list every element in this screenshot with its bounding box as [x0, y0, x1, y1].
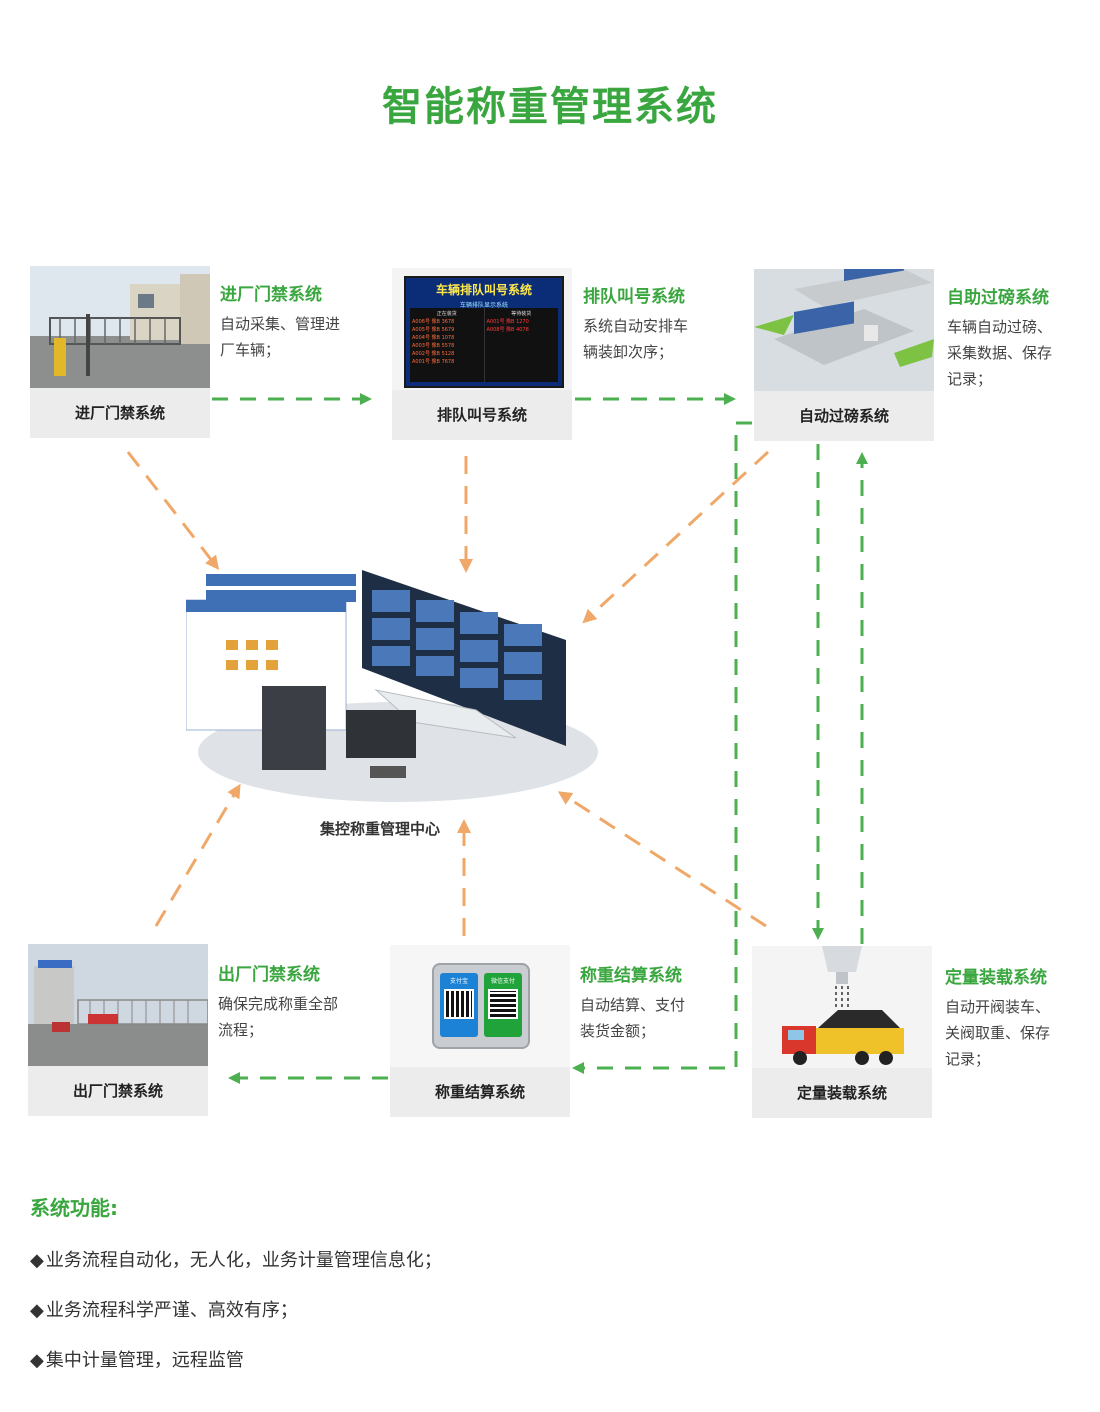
feature-text: 业务流程科学严谨、高效有序；	[45, 1300, 298, 1321]
queue-screen: 车辆排队叫号系统 车辆排队显示系统 正在装货 A006号 豫B 3678 A00…	[392, 268, 572, 390]
queue-row: A006号 豫B 3678	[412, 319, 455, 325]
queue-row: A004号 豫B 1078	[412, 335, 455, 341]
queue-heading: 排队叫号系统	[583, 287, 685, 307]
queue-row: A002号 豫B 5128	[412, 351, 455, 357]
entry-gate-caption: 进厂门禁系统	[74, 404, 165, 422]
scale-description: 自助过磅系统 车辆自动过磅、采集数据、保存记录；	[947, 283, 1097, 392]
scale-line: 记录；	[947, 370, 993, 388]
feature-text: 业务流程自动化，无人化，业务计量管理信息化；	[45, 1250, 442, 1271]
entry-gate-description: 进厂门禁系统 自动采集、管理进厂车辆；	[220, 280, 390, 363]
diamond-bullet-icon: ◆	[30, 1350, 44, 1371]
wechat-pay-label: 微信支付	[490, 978, 515, 985]
node-queue-call[interactable]: 车辆排队叫号系统 车辆排队显示系统 正在装货 A006号 豫B 3678 A00…	[392, 268, 572, 440]
queue-row: A001号 豫B 7678	[412, 359, 455, 365]
loading-line: 记录；	[945, 1050, 991, 1068]
arrow-entry-to-center	[126, 451, 220, 570]
qr-code-icon	[488, 989, 518, 1019]
features-title: 系统功能:	[30, 1196, 118, 1220]
queue-description: 排队叫号系统 系统自动安排车辆装卸次序；	[583, 282, 753, 365]
queue-row: A005号 豫B 5679	[412, 327, 455, 333]
loading-heading: 定量装载系统	[945, 968, 1047, 988]
exit-gate-line: 流程；	[218, 1021, 264, 1039]
page-title: 智能称重管理系统	[382, 84, 718, 130]
arrow-scale-to-settle	[572, 421, 752, 1074]
scale-heading: 自助过磅系统	[947, 288, 1049, 308]
loading-caption: 定量装载系统	[796, 1084, 887, 1102]
settlement-terminal: 支付宝 微信支付	[390, 945, 570, 1067]
queue-row: A008号 豫B 4078	[486, 327, 529, 333]
loading-illustration	[752, 946, 932, 1068]
queue-screen-title: 车辆排队叫号系统	[435, 283, 532, 297]
queue-row: A001号 豫B 1270	[486, 319, 529, 325]
node-quant-loading[interactable]: 定量装载系统	[752, 946, 932, 1118]
arrow-scale-to-center	[582, 450, 770, 624]
queue-screen-subtitle: 车辆排队显示系统	[459, 302, 508, 309]
settlement-description: 称重结算系统 自动结算、支付装货金额；	[580, 961, 750, 1044]
queue-row: A003号 豫B 5578	[412, 343, 455, 349]
qr-code-icon	[444, 989, 474, 1019]
entry-gate-line: 厂车辆；	[220, 341, 281, 359]
diamond-bullet-icon: ◆	[30, 1250, 44, 1271]
scale-line: 采集数据、保存	[947, 344, 1053, 362]
node-entry-gate[interactable]: 进厂门禁系统	[30, 266, 210, 438]
node-weigh-settlement[interactable]: 支付宝 微信支付 称重结算系统	[390, 945, 570, 1117]
diamond-bullet-icon: ◆	[30, 1300, 44, 1321]
queue-col-head: 等待装货	[511, 311, 532, 317]
exit-gate-caption: 出厂门禁系统	[72, 1082, 163, 1100]
settlement-heading: 称重结算系统	[580, 966, 682, 986]
feature-item: ◆业务流程科学严谨、高效有序；	[30, 1296, 298, 1322]
entry-gate-heading: 进厂门禁系统	[220, 285, 322, 305]
feature-text: 集中计量管理，远程监管	[45, 1350, 244, 1371]
exit-gate-photo	[28, 944, 208, 1066]
control-center-illustration	[185, 560, 606, 810]
arrow-load-to-center	[557, 791, 767, 928]
exit-gate-heading: 出厂门禁系统	[218, 965, 320, 985]
node-auto-scale[interactable]: 自动过磅系统	[754, 269, 934, 441]
exit-gate-line: 确保完成称重全部	[218, 995, 339, 1013]
entry-gate-line: 自动采集、管理进	[220, 315, 341, 333]
queue-col-head: 正在装货	[436, 311, 457, 317]
feature-item: ◆业务流程自动化，无人化，业务计量管理信息化；	[30, 1246, 442, 1272]
settlement-line: 自动结算、支付	[580, 996, 686, 1014]
loading-line: 自动开阀装车、	[945, 998, 1051, 1016]
settlement-caption: 称重结算系统	[434, 1083, 525, 1101]
arrow-exit-to-center	[154, 783, 241, 927]
exit-gate-description: 出厂门禁系统 确保完成称重全部流程；	[218, 960, 388, 1043]
node-exit-gate[interactable]: 出厂门禁系统	[28, 944, 208, 1116]
loading-line: 关阀取重、保存	[945, 1024, 1051, 1042]
queue-caption: 排队叫号系统	[436, 406, 527, 424]
scale-caption: 自动过磅系统	[798, 407, 889, 425]
entry-gate-photo	[30, 266, 210, 388]
control-center-label: 集控称重管理中心	[319, 820, 440, 838]
queue-line: 系统自动安排车	[583, 317, 689, 335]
scale-illustration	[754, 269, 934, 391]
settlement-line: 装货金额；	[580, 1022, 656, 1040]
scale-line: 车辆自动过磅、	[947, 318, 1053, 336]
alipay-label: 支付宝	[449, 978, 468, 985]
queue-line: 辆装卸次序；	[583, 343, 674, 361]
loading-description: 定量装载系统 自动开阀装车、关阀取重、保存记录；	[945, 963, 1095, 1072]
feature-item: ◆集中计量管理，远程监管	[30, 1346, 244, 1372]
